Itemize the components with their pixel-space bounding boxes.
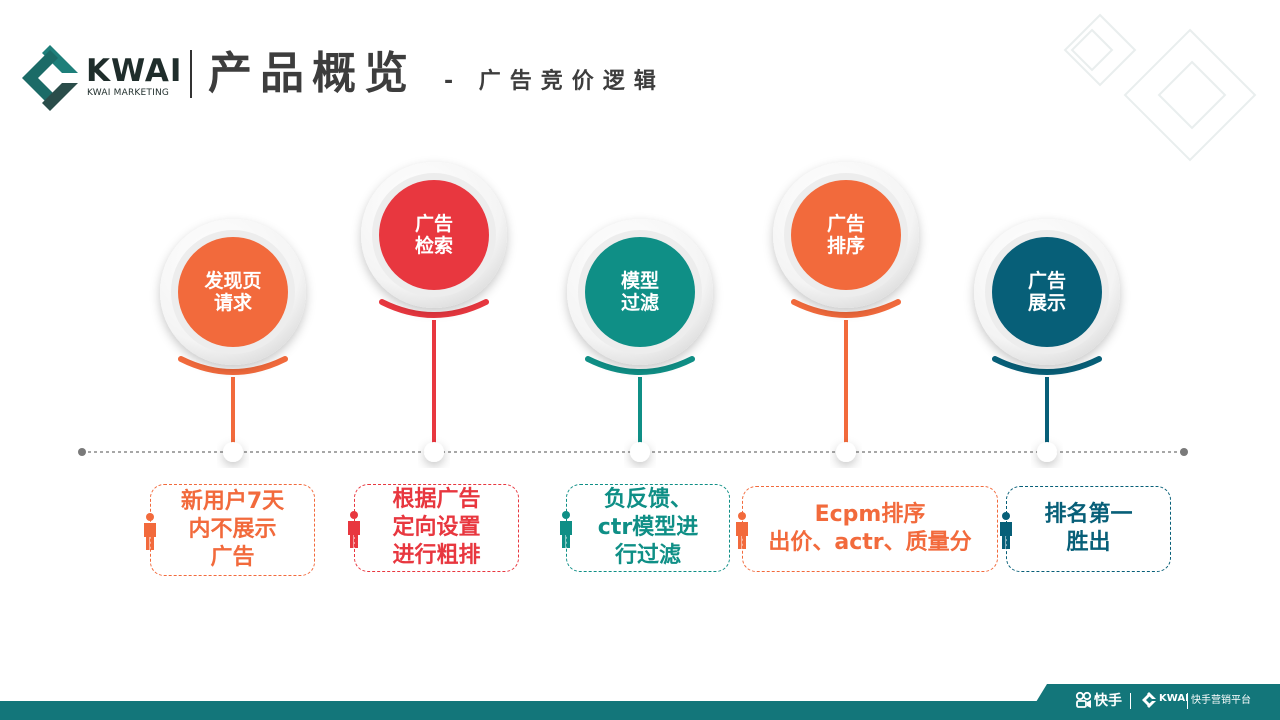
person-icon bbox=[348, 511, 360, 548]
step-label-2: 广告 检索 bbox=[414, 213, 453, 257]
step-desc-text-2: 根据广告 定向设置 进行粗排 bbox=[392, 487, 481, 568]
step-desc-text-4: Ecpm排序 出价、actr、质量分 bbox=[768, 502, 972, 555]
footer-separator bbox=[1130, 693, 1131, 709]
step-circle-4 bbox=[791, 180, 901, 290]
step-arc-3 bbox=[585, 356, 695, 375]
person-icon bbox=[736, 512, 748, 549]
footer-kwai: KWAI bbox=[1159, 693, 1189, 704]
footer-separator-2 bbox=[1187, 693, 1188, 709]
step-desc-box-1: 新用户7天 内不展示 广告 bbox=[150, 484, 315, 576]
header-divider bbox=[190, 50, 192, 98]
brand-name: KWAI bbox=[86, 53, 183, 89]
step-desc-box-4: Ecpm排序 出价、actr、质量分 bbox=[742, 486, 998, 572]
kwai-logo-icon bbox=[22, 45, 78, 111]
step-label-4: 广告 排序 bbox=[826, 213, 865, 257]
step-node-3 bbox=[630, 442, 650, 462]
step-label-3: 模型 过滤 bbox=[620, 270, 659, 314]
step-desc-text-1: 新用户7天 内不展示 广告 bbox=[180, 489, 285, 570]
page-subtitle: - 广告竞价逻辑 bbox=[444, 69, 665, 94]
step-arc-5 bbox=[992, 356, 1102, 375]
footer-platform: 快手营销平台 bbox=[1191, 695, 1251, 706]
step-node-4 bbox=[836, 442, 856, 462]
timeline-start-dot bbox=[78, 448, 86, 456]
step-desc-text-5: 排名第一 胜出 bbox=[1044, 502, 1133, 555]
person-icon bbox=[144, 513, 156, 550]
step-circle-1 bbox=[178, 237, 288, 347]
step-label-1: 发现页 请求 bbox=[204, 270, 262, 314]
step-arc-2 bbox=[379, 299, 489, 318]
step-arc-4 bbox=[791, 299, 901, 318]
step-arc-1 bbox=[178, 356, 288, 375]
step-circle-5 bbox=[992, 237, 1102, 347]
step-desc-box-2: 根据广告 定向设置 进行粗排 bbox=[354, 484, 519, 572]
page-title: 产品概览 bbox=[208, 48, 416, 99]
person-icon bbox=[560, 511, 572, 548]
footer-bar bbox=[0, 701, 1280, 720]
decorative-diamonds bbox=[1063, 13, 1257, 162]
step-desc-text-3: 负反馈、 ctr模型进 行过滤 bbox=[597, 487, 699, 568]
step-desc-box-3: 负反馈、 ctr模型进 行过滤 bbox=[566, 484, 730, 572]
step-desc-box-5: 排名第一 胜出 bbox=[1006, 486, 1171, 572]
footer-kuaishou: 快手 bbox=[1094, 693, 1122, 709]
step-node-1 bbox=[223, 442, 243, 462]
step-circle-2 bbox=[379, 180, 489, 290]
timeline-end-dot bbox=[1180, 448, 1188, 456]
step-node-5 bbox=[1037, 442, 1057, 462]
kuaishou-logo-icon bbox=[1075, 691, 1092, 708]
brand-subtitle: KWAI MARKETING bbox=[87, 88, 170, 98]
person-icon bbox=[1000, 512, 1012, 549]
step-label-5: 广告 展示 bbox=[1027, 270, 1066, 314]
step-circle-3 bbox=[585, 237, 695, 347]
step-node-2 bbox=[424, 442, 444, 462]
footer-kwai-logo-icon bbox=[1142, 692, 1156, 708]
